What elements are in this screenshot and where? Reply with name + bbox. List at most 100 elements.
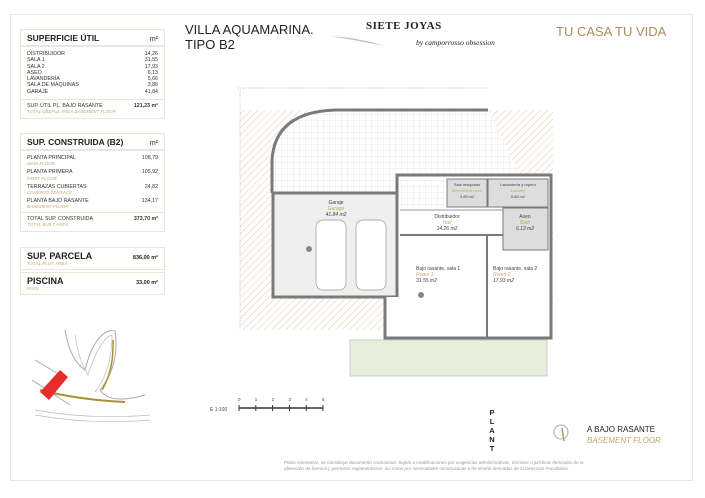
scale-tick-label: 2 [272,397,275,402]
row-label: ASEO [27,69,42,76]
room2-area: 17.93 m2 [493,278,514,284]
pool-en: POOL [27,286,40,291]
row: TERRAZAS CUBIERTAS 24,82 [27,184,158,190]
table-row: LAVANDERÍA 5,66 [27,76,158,82]
total-value: 373,70 m² [133,216,158,223]
stairs [400,179,445,207]
row-value: 24,82 [144,183,158,190]
pool-value: 33,00 m² [135,280,158,286]
built-total: TOTAL SUP. CONSTRUIDA 373,70 m² TOTAL BUIL… [21,212,164,227]
machines-area: 3.86 m2 [460,194,475,199]
useful-title: SUPERFICIE ÚTIL [27,33,100,43]
pool-title: PISCINA [27,276,64,286]
row: PLANTA PRIMERA 105,92 [27,169,158,175]
laundry-label-en: Laundry [511,188,526,193]
room1-label: Bajo rasante, sala 1 [416,266,460,272]
north-compass-icon [553,424,569,442]
pool-area: PISCINA 33,00 m² POOL [20,272,165,295]
row: PLANTA PRINCIPAL 108,79 [27,155,158,161]
table-row: SALA 2 17,93 [27,64,158,70]
row-en: FIRST FLOOR [27,175,57,181]
row-label: GARAJE [27,88,49,95]
brand-logo: SIETE JOYAS by camporrosso obsession [330,18,520,54]
useful-area-header: SUPERFICIE ÚTIL m² [20,29,165,46]
room2-label-en: Room 2 [493,272,511,278]
garage-area: 41.84 m2 [326,212,347,218]
disclaimer-line1: Plano orientativo, no constituye documen… [284,460,584,465]
hall-area: 14.26 m2 [437,226,458,232]
total-en: TOTAL BUILT AREA [27,222,69,228]
plot-value: 836,00 m² [132,255,158,261]
unit: m² [149,36,158,43]
page-title: VILLA AQUAMARINA. TIPO B2 [185,22,314,52]
bath [502,207,549,251]
car-icons [315,219,387,291]
laundry-area: 5.66 m2 [511,194,526,199]
garage-label: Garaje [328,200,343,206]
laundry [487,178,549,208]
row-value: 105,92 [141,169,158,176]
machine-room [446,178,488,208]
bath-area: 6.13 m2 [516,226,534,232]
brand-name: SIETE JOYAS [366,20,442,32]
hall-label: Distribuidor [434,214,460,220]
vertical-plant-label: PLANT [488,408,496,453]
total-row: TOTAL SUP. CONSTRUIDA 373,70 m² [27,216,158,222]
room2-label: Bajo rasante, sala 2 [493,266,537,272]
built-area-header: SUP. CONSTRUIDA (B2)m² [20,133,165,150]
scale-tick-label: 1 [255,397,258,402]
plot-highlight [40,370,68,400]
row-label: LAVANDERÍA [27,76,60,83]
row-value: 31,55 [144,57,158,64]
row-label: PLANTA PRIMERA [27,169,73,176]
row-value: 3,86 [147,82,158,89]
slogan: TU CASA TU VIDA [556,24,667,39]
row-label: SALA 2 [27,63,45,70]
scale-tick-label: 4 [305,397,308,402]
row-value: 5,66 [147,76,158,83]
floor-name: A BAJO RASANTE [587,425,656,434]
disclaimer-line2: obtención de licencia y permisos reglame… [284,466,569,471]
vertical-text: PLANT [489,408,495,453]
row-en: MAIN FLOOR [27,161,56,167]
scale-label: E 1:100 [210,407,227,413]
row-label: TERRAZAS CUBIERTAS [27,183,87,190]
scale-tick-label: 0 [238,397,241,402]
tiled-terrace [272,110,520,193]
floor-name-en: BASEMENT FLOOR [587,436,661,445]
row-value: 134,17 [141,197,158,204]
row-en: COVERED TERRACE [27,189,73,195]
row-value: 6,13 [147,69,158,76]
machines-label-en: Mechanical room [452,188,483,193]
total-label: TOTAL SUP. CONSTRUIDA [27,216,94,223]
lawn [349,339,548,377]
row-label: PLANTA BAJO RASANTE [27,197,89,204]
title-line2: TIPO B2 [185,37,235,52]
room1-area: 31.55 m2 [416,278,437,284]
title-line1: VILLA AQUAMARINA. [185,22,314,37]
garage-label-en: Garage [328,206,345,212]
row-value: 108,79 [141,155,158,161]
row-value: 14,26 [144,51,158,57]
unit: m² [149,140,158,147]
table-row: ASEO 6,13 [27,70,158,76]
total-en: TOTAL USEFUL AREA BASEMENT FLOOR [27,109,116,115]
total-label: SUP. ÚTIL PL. BAJO RASANTE [27,103,103,110]
row-value: 17,93 [144,63,158,70]
row-en: BASEMENT FLOOR [27,204,69,210]
row-label: DISTRIBUIDOR [27,51,65,57]
row-label: PLANTA PRINCIPAL [27,155,76,161]
